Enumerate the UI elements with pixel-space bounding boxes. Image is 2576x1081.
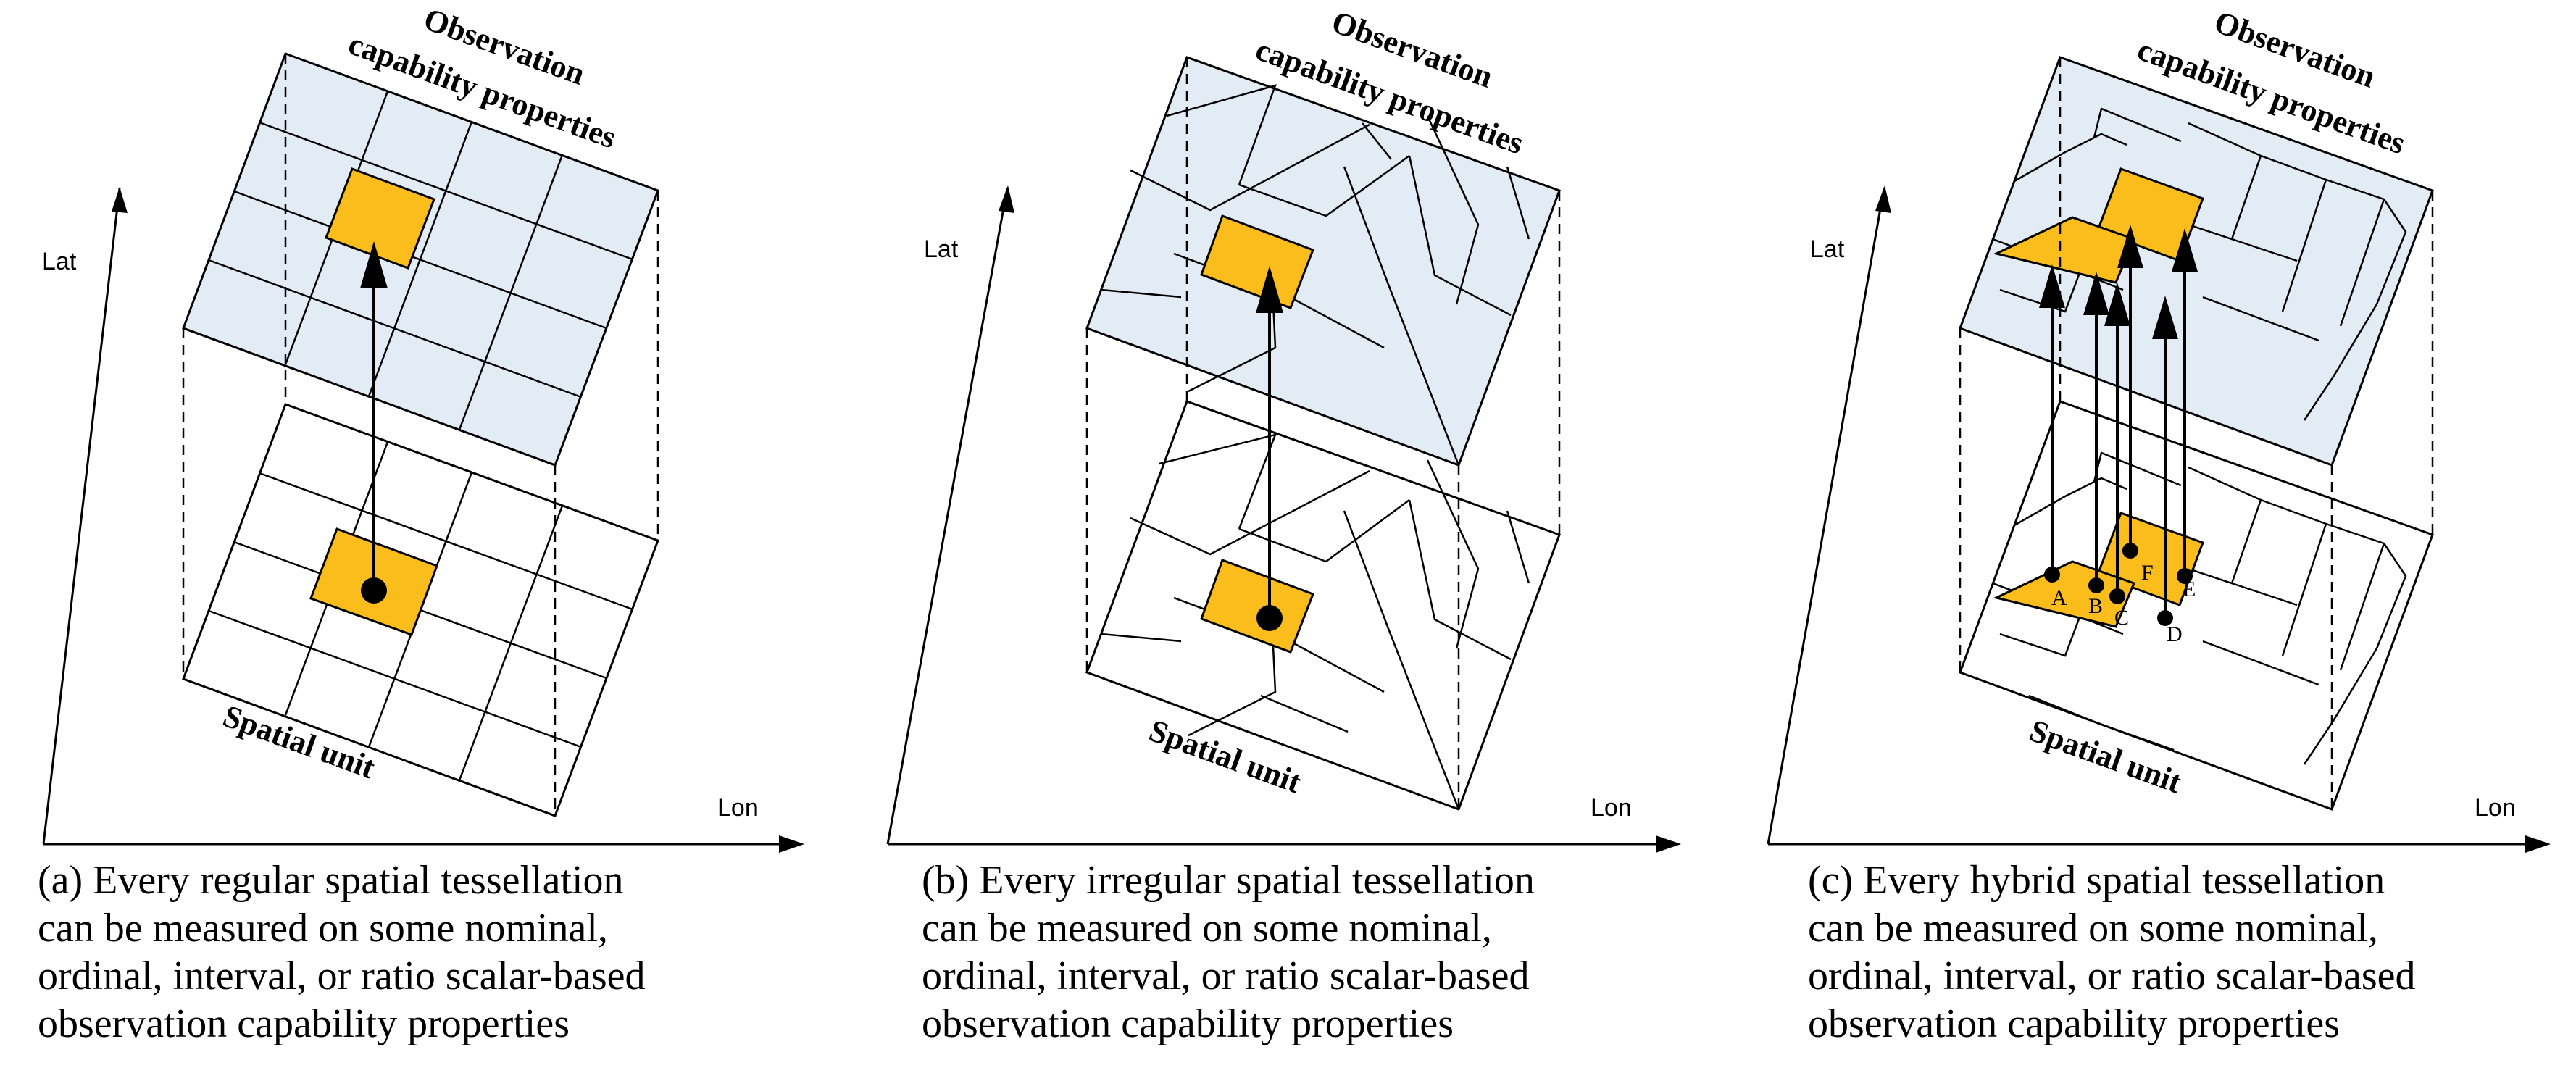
observation-layer-c [1959,56,2434,467]
observation-highlight-cell [325,167,435,270]
point-label-f: F [2141,561,2154,585]
caption-line: can be measured on some nominal, [1808,906,2378,951]
panel-b: Lat Lon [886,4,1681,853]
point-label-d: D [2167,622,2183,646]
lon-axis-label: Lon [2475,794,2516,822]
axes-a: Lat Lon [42,187,804,853]
panel-a: Lat Lon [42,1,804,853]
caption-a: (a) Every regular spatial tessellation c… [38,856,893,1048]
caption-line: (c) Every hybrid spatial tessellation [1808,858,2385,903]
spatial-highlight-cell [1200,559,1314,654]
caption-line: ordinal, interval, or ratio scalar-based [38,953,646,998]
spatial-layer-c [1959,400,2434,811]
lat-axis-label: Lat [42,248,77,275]
observation-layer-b [1085,56,1561,467]
mapping-arrow-b [1256,266,1283,631]
layer-connectors-a [182,54,659,816]
axes-b: Lat Lon [886,185,1681,853]
caption-line: observation capability properties [38,1001,570,1046]
lon-axis-label: Lon [1591,794,1632,822]
point-label-a: A [2051,586,2067,610]
caption-b: (b) Every irregular spatial tessellation… [922,856,1777,1048]
panel-c: Lat Lon [1767,4,2551,853]
caption-line: observation capability properties [1808,1001,2340,1046]
lat-axis-label: Lat [924,235,959,263]
observation-layer-a [182,52,659,467]
mapping-arrow-a [360,241,388,604]
point-label-e: E [2183,577,2196,601]
layer-connectors-c [1959,57,2434,809]
caption-line: ordinal, interval, or ratio scalar-based [1808,953,2416,998]
observation-highlight-cell [1200,214,1314,309]
caption-line: (b) Every irregular spatial tessellation [922,858,1535,903]
caption-line: ordinal, interval, or ratio scalar-based [922,953,1530,998]
spatial-layer-b [1085,400,1561,811]
layer-connectors-b [1085,57,1561,809]
lat-axis-label: Lat [1810,235,1845,263]
caption-line: (a) Every regular spatial tessellation [38,858,624,903]
caption-line: can be measured on some nominal, [38,906,608,951]
caption-c: (c) Every hybrid spatial tessellation ca… [1808,856,2576,1048]
mapping-arrows-c [2039,225,2198,626]
lon-axis-label: Lon [717,794,759,822]
point-label-b: B [2088,594,2103,618]
point-labels-c: A B C D E F [2051,561,2196,646]
caption-line: observation capability properties [922,1001,1454,1046]
caption-line: can be measured on some nominal, [922,906,1492,951]
point-label-c: C [2114,606,2129,630]
axes-c: Lat Lon [1767,185,2551,853]
spatial-layer-a [182,403,659,817]
